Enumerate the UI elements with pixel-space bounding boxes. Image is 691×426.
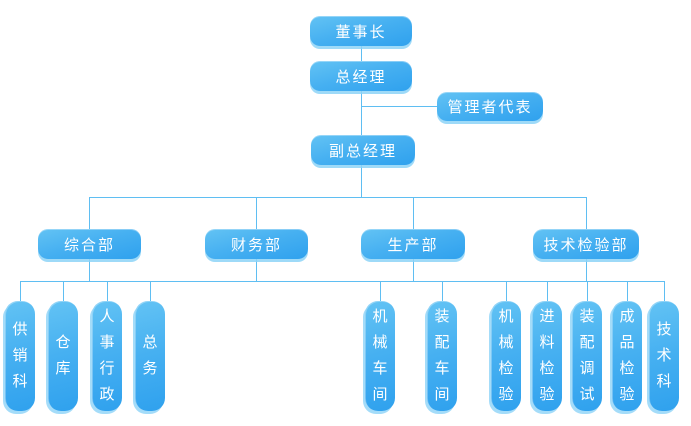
connector-line (20, 281, 21, 301)
connector-line (380, 281, 381, 301)
connector-line (20, 281, 664, 282)
connector-line (256, 197, 257, 229)
node-incoming-inspection: 进料检验 (532, 301, 562, 411)
connector-line (256, 259, 257, 281)
connector-line (506, 281, 507, 301)
connector-line (627, 281, 628, 301)
connector-line (586, 197, 587, 229)
node-hr-admin: 人事行政 (92, 301, 122, 411)
node-general-manager: 总经理 (310, 61, 412, 91)
node-dept-tech-inspection: 技术检验部 (533, 229, 639, 259)
connector-line (442, 281, 443, 301)
connector-line (413, 259, 414, 281)
node-assembly-workshop: 装配车间 (427, 301, 457, 411)
connector-line (63, 281, 64, 301)
connector-line (107, 281, 108, 301)
connector-line (361, 165, 362, 197)
connector-line (587, 281, 588, 301)
node-general-affairs: 总务 (135, 301, 165, 411)
node-dept-finance: 财务部 (205, 229, 308, 259)
connector-line (89, 197, 90, 229)
connector-line (361, 46, 362, 61)
connector-line (547, 281, 548, 301)
node-finished-product-inspection: 成品检验 (612, 301, 642, 411)
node-management-representative: 管理者代表 (437, 92, 543, 121)
connector-line (413, 197, 414, 229)
node-machining-inspection: 机械检验 (491, 301, 521, 411)
node-warehouse: 仓库 (48, 301, 78, 411)
node-supply-sales-section: 供销科 (5, 301, 35, 411)
node-assembly-debugging: 装配调试 (572, 301, 602, 411)
connector-line (89, 197, 586, 198)
connector-line (89, 259, 90, 281)
node-technical-section: 技术科 (649, 301, 679, 411)
node-deputy-general-manager: 副总经理 (311, 135, 415, 165)
connector-line (361, 91, 362, 135)
node-dept-production: 生产部 (361, 229, 465, 259)
connector-line (361, 106, 437, 107)
connector-line (664, 281, 665, 301)
node-dept-comprehensive: 综合部 (38, 229, 141, 259)
connector-line (150, 281, 151, 301)
connector-line (586, 259, 587, 281)
node-chairman: 董事长 (310, 16, 412, 46)
node-machining-workshop: 机械车间 (365, 301, 395, 411)
